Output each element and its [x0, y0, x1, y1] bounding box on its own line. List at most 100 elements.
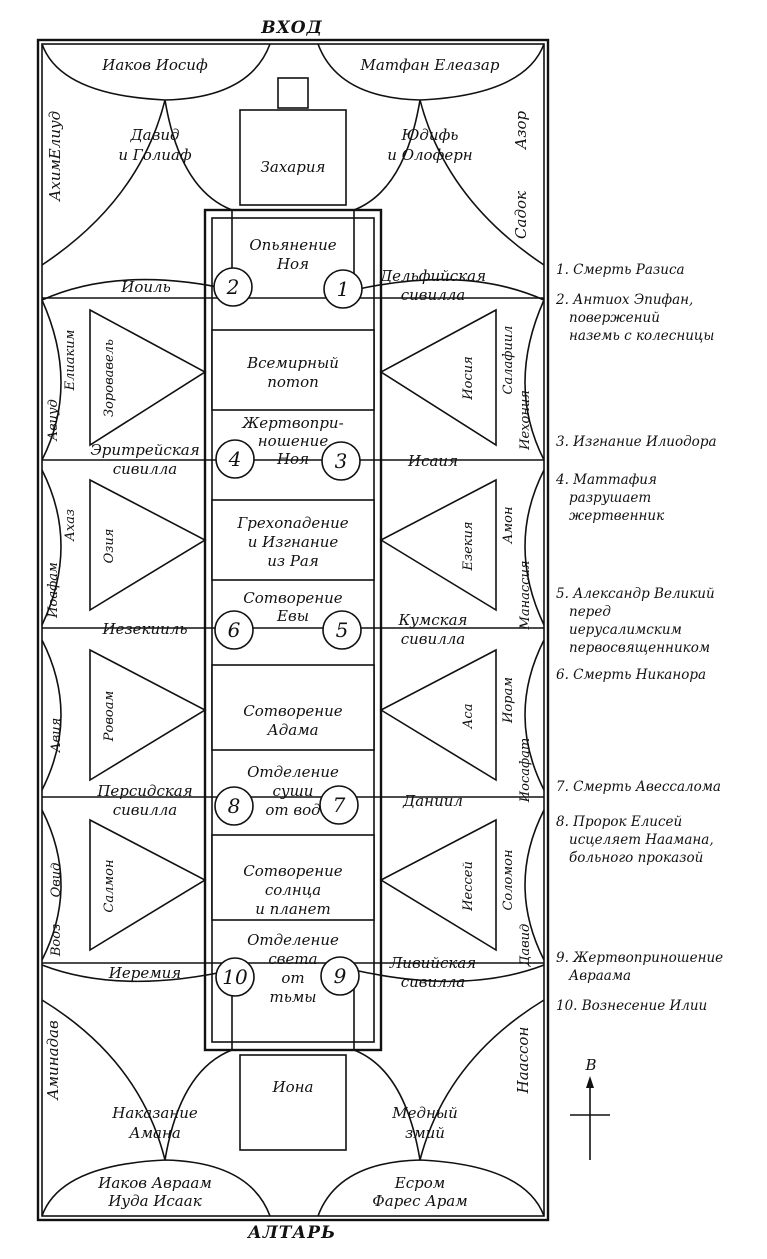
panel-flood: [211, 329, 375, 411]
medallion-8: 8: [228, 794, 241, 818]
ancestor-right-4a: Иосафат: [518, 738, 533, 803]
pendentive-top-right-label-1: Юдифь: [401, 126, 459, 144]
medallion-10: 10: [222, 965, 248, 989]
pendentive-top-right: [353, 99, 545, 301]
label-jonah: Иона: [272, 1078, 314, 1096]
pendentive-top-right-label-2: и Олоферн: [387, 146, 472, 164]
pendentive-top-left: [41, 99, 233, 301]
ancestor-left-1b: Елиуд: [46, 111, 64, 160]
medallion-9: 9: [334, 964, 347, 988]
legend-5-line-4: первосвященником: [569, 640, 710, 656]
legend-4-line-1: 4. Маттафия: [555, 472, 657, 488]
panel-1-label-2: Ноя: [276, 255, 309, 273]
panel-8-label-2: солнца: [265, 881, 321, 899]
spandrel-left-1-label: Зоровавель: [102, 339, 117, 417]
legend-2-line-1: 2. Антиох Эпифан,: [555, 292, 693, 308]
label-ezekiel: Иезекииль: [101, 620, 187, 638]
spandrel-left-3-label: Ровоам: [102, 691, 117, 743]
panel-1-label-1: Опьянение: [249, 236, 336, 254]
legend-9-line-2: Авраама: [568, 968, 631, 984]
pendentive-bottom-right: [353, 964, 545, 1161]
legend-5-line-3: иерусалимским: [569, 622, 682, 638]
spandrel-right-1-edge: [524, 299, 545, 461]
spandrel-left-4-label: Салмон: [102, 859, 117, 912]
spandrel-right-3-label: Аса: [461, 704, 476, 730]
medallion-6-ring: [214, 610, 254, 650]
ancestor-left-5a: Вооз: [49, 924, 64, 957]
spandrel-left-4: [89, 818, 207, 952]
ceiling-frame-inner: [41, 43, 545, 1217]
spandrel-right-4-edge: [524, 809, 545, 961]
spandrel-right-1-label: Иосия: [461, 356, 476, 400]
pendentive-bottom-right-label-1: Медный: [391, 1104, 458, 1122]
panel-2-label-2: потоп: [267, 373, 319, 391]
pendentive-top-left-label-2: и Голиаф: [118, 146, 192, 164]
pendentive-bottom-left: [41, 964, 233, 1161]
pendentive-bottom-left-label-1: Наказание: [111, 1104, 198, 1122]
ancestor-left-2b: Елиаким: [63, 330, 78, 392]
panel-4-label-2: и Изгнание: [248, 533, 339, 551]
panel-3-label-1: Жертвопри-: [241, 414, 343, 432]
label-erythraean-1: Эритрейская: [90, 441, 199, 459]
ancestor-right-1b: Азор: [512, 111, 530, 151]
lunette-bottom-left-label-2: Иуда Исаак: [107, 1192, 201, 1210]
throne-zacharias-cap: [277, 77, 309, 109]
lunette-bottom-right-label-1: Есром: [394, 1174, 445, 1192]
panel-4-label-3: из Рая: [267, 552, 319, 570]
medallion-8-ring: [214, 786, 254, 826]
compass: В: [570, 1056, 610, 1160]
ancestor-right-1a: Садок: [512, 191, 530, 239]
panel-5-label-1: Сотворение: [243, 589, 343, 607]
panel-7-label-1: Отделение: [247, 763, 339, 781]
legend-2-line-3: наземь с колесницы: [569, 328, 714, 344]
spandrel-right-2-label: Езекия: [461, 521, 476, 571]
lunette-bottom-right-label-2: Фарес Арам: [372, 1192, 467, 1210]
lunette-top-right-label: Матфан Елеазар: [360, 56, 500, 74]
spandrel-right-2-edge: [524, 469, 545, 626]
label-daniel: Даниил: [402, 792, 463, 810]
spandrel-right-1: [379, 308, 497, 447]
legend-8-line-3: больного проказой: [569, 850, 703, 866]
central-vault-inner: [211, 217, 375, 1043]
spandrel-left-3: [89, 648, 207, 782]
legend-3: 3. Изгнание Илиодора: [556, 434, 717, 450]
label-zacharias: Захария: [261, 158, 326, 176]
spandrel-right-4-label: Иессей: [461, 861, 476, 912]
legend-8-line-1: 8. Пророк Елисей: [556, 814, 682, 830]
legend-5-line-2: перед: [569, 604, 611, 620]
medallion-1-ring: [323, 269, 363, 309]
label-jeremiah: Иеремия: [108, 964, 181, 982]
medallion-9-ring: [320, 956, 360, 996]
ancestor-left-3a: Иоафам: [46, 562, 61, 619]
medallion-6: 6: [228, 618, 241, 642]
pendentive-bottom-left-label-2: Амана: [128, 1124, 181, 1142]
medallion-5: 5: [336, 618, 349, 642]
medallion-10-ring: [215, 957, 255, 997]
ancestor-right-3a: Манассия: [518, 561, 533, 631]
spandrel-right-3: [379, 648, 497, 782]
panel-6-label-1: Сотворение: [243, 702, 343, 720]
medallion-5-ring: [322, 610, 362, 650]
ancestor-right-5b: Соломон: [501, 849, 516, 910]
label-erythraean-2: сивилла: [113, 460, 178, 478]
panel-8-label-3: и планет: [255, 900, 331, 918]
spandrel-right-2: [379, 478, 497, 612]
label-persian-2: сивилла: [113, 801, 178, 819]
medallion-4: 4: [228, 447, 242, 471]
spandrel-left-2-label: Озия: [102, 529, 117, 564]
legend-4-line-2: разрушает: [569, 490, 651, 506]
altar-heading: АЛТАРЬ: [246, 1223, 336, 1243]
medallion-7-ring: [319, 785, 359, 825]
panel-5-label-2: Евы: [276, 607, 309, 625]
label-delphic-1: Дельфийская: [379, 267, 486, 285]
panel-9-label-2: света: [268, 950, 317, 968]
label-libyan-1: Ливийская: [389, 954, 476, 972]
ancestor-left-5b: Овид: [49, 863, 64, 898]
label-cumaean-1: Кумская: [398, 611, 468, 629]
medallion-7: 7: [333, 793, 346, 817]
label-libyan-2: сивилла: [401, 973, 466, 991]
legend-4-line-3: жертвенник: [569, 508, 665, 524]
ancestor-right-2b: Салафиил: [501, 326, 516, 395]
ceiling-frame: [36, 38, 550, 1222]
ancestor-right-6: Наассон: [514, 1027, 532, 1095]
